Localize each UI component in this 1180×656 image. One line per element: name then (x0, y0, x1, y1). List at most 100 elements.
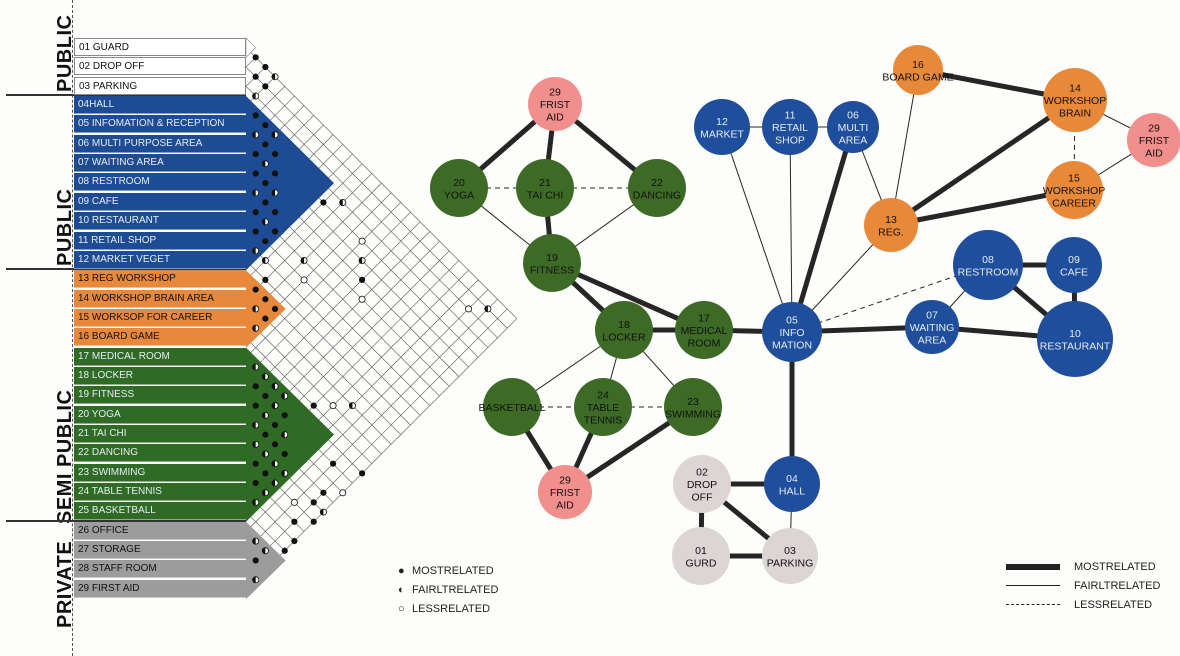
node-label: 16 (912, 59, 924, 71)
node-label: SHOP (775, 135, 805, 147)
legend-label: FAIRLTRELATED (412, 583, 499, 596)
node-hall: 04HALL (764, 456, 820, 512)
node-label: BRAIN (1059, 108, 1091, 120)
node-label: AID (556, 500, 574, 512)
room-row: 26 OFFICE (74, 521, 246, 540)
most-related-icon (262, 199, 269, 206)
most-related-icon (252, 73, 259, 80)
node-label: 29 (559, 475, 571, 487)
matrix-legend-most: ● MOSTRELATED (398, 561, 498, 580)
node-label: 10 (1069, 328, 1081, 340)
most-related-icon (310, 518, 317, 525)
room-row: 05 INFOMATION & RECEPTION (74, 115, 246, 134)
room-row: 03 PARKING (74, 76, 246, 95)
room-row: 16 BOARD GAME (74, 328, 246, 347)
fair-related-icon (252, 247, 260, 255)
less-related-icon (465, 305, 473, 313)
room-row: 09 CAFE (74, 192, 246, 211)
most-related-icon (252, 402, 259, 409)
room-row: 20 YOGA (74, 405, 246, 424)
node-circle (523, 234, 581, 292)
less-related-icon (358, 237, 366, 245)
node-label: TABLE (587, 402, 619, 414)
fair-related-icon (252, 363, 260, 371)
node-circle (1043, 68, 1107, 132)
matrix-grid-line (245, 202, 402, 358)
fair-related-icon (261, 450, 269, 458)
graph-legend-fair: FAIRLTRELATED (1006, 576, 1160, 595)
fair-related-icon (484, 305, 492, 313)
fair-related-icon (252, 421, 260, 429)
fair-related-icon (261, 373, 269, 381)
most-related-icon (262, 180, 269, 187)
thick-relation-edge (889, 97, 1077, 228)
fair-related-icon (271, 460, 279, 468)
graph-legend-most: MOSTRELATED (1006, 557, 1160, 576)
matrix-legend-fair: ◐ FAIRLTRELATED (398, 580, 498, 599)
node-circle (1046, 237, 1102, 293)
most-related-icon (262, 392, 269, 400)
node-label: TAI CHI (527, 189, 564, 201)
room-row: 15 WORKSOP FOR CAREER (74, 308, 246, 327)
node-label: ROOM (688, 338, 721, 350)
fair-related-icon (252, 305, 260, 313)
matrix-legend: ● MOSTRELATED ◐ FAIRLTRELATED ○ LESSRELA… (398, 561, 498, 618)
node-label: PARKING (767, 557, 813, 569)
less-related-icon (329, 402, 337, 410)
node-label: AID (1145, 148, 1163, 160)
most-related-icon (359, 276, 366, 283)
thick-line-icon (1006, 563, 1060, 570)
fair-related-icon (348, 402, 356, 410)
most-related-icon (271, 170, 279, 177)
most-related-icon (262, 315, 269, 322)
node-label: YOGA (444, 189, 474, 201)
most-related-icon (310, 402, 317, 409)
node-circle (1045, 161, 1103, 219)
matrix-grid-line (245, 337, 372, 464)
node-label: WORKSHOP (1043, 185, 1105, 197)
node-circle (893, 45, 943, 95)
most-related-icon (310, 499, 317, 506)
node-basketball: BASKETBALL (478, 378, 546, 436)
room-row: 25 BASKETBALL (74, 502, 246, 521)
room-row: 14 WORKSHOP BRAIN AREA (74, 289, 246, 308)
node-label: DANCING (633, 189, 681, 201)
most-related-icon (271, 305, 279, 312)
room-row: 18 LOCKER (74, 366, 246, 385)
fair-related-icon (252, 189, 260, 197)
most-related-icon (271, 209, 279, 216)
most-related-icon (262, 83, 269, 90)
most-related-icon (252, 383, 259, 390)
matrix-grid-line (245, 299, 498, 551)
graph-legend-less: LESSRELATED (1006, 595, 1160, 614)
zone-wedge (245, 37, 257, 59)
legend-label: MOSTRELATED (412, 564, 494, 577)
zone-divider (6, 94, 246, 96)
node-label: HALL (779, 485, 805, 497)
fair-related-icon (281, 392, 289, 400)
node-label: CAREER (1052, 198, 1096, 210)
most-related-icon (262, 141, 269, 148)
room-row: 24 TABLE TENNIS (74, 483, 246, 502)
node-label: INFO (779, 327, 804, 339)
room-row: 11 RETAIL SHOP (74, 231, 246, 250)
node-circle (538, 465, 592, 519)
node-label: 22 (651, 177, 663, 189)
zone-axis-line (72, 0, 73, 656)
matrix-grid-line (245, 221, 421, 397)
most-related-icon (291, 538, 298, 545)
fair-related-icon (261, 218, 269, 226)
node-label: TENNIS (584, 415, 623, 427)
fair-related-icon (300, 257, 308, 265)
room-row: 07 WAITING AREA (74, 154, 246, 173)
